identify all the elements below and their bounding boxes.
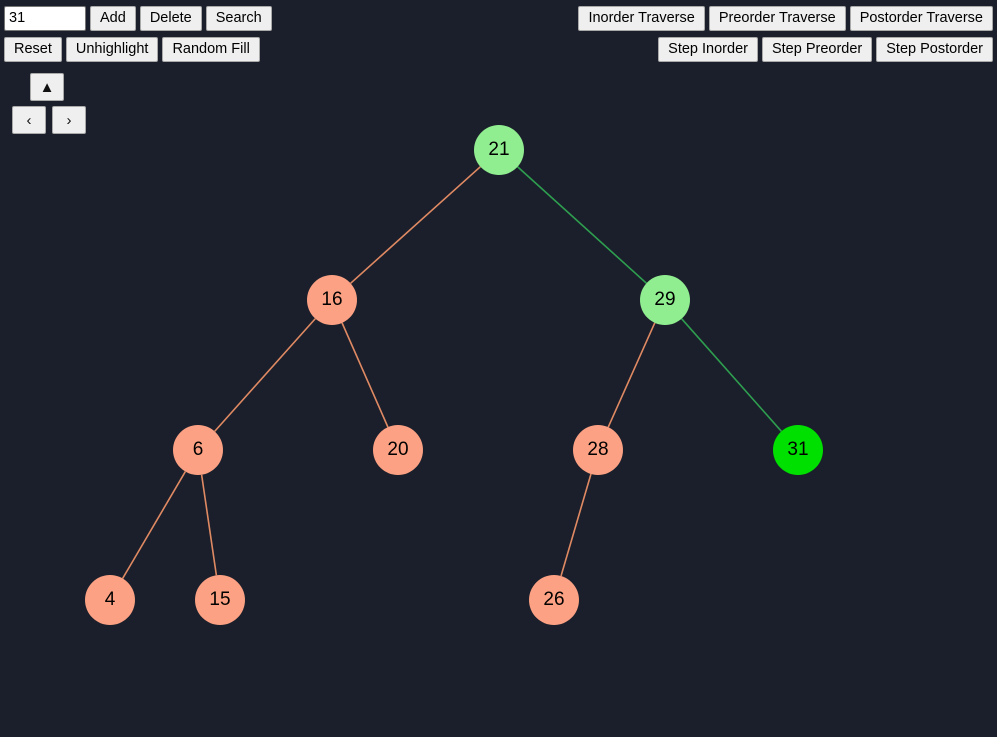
tree-node[interactable]: 15 bbox=[195, 575, 245, 625]
tree-node[interactable]: 16 bbox=[307, 275, 357, 325]
tree-actions: Reset Unhighlight Random Fill bbox=[4, 37, 260, 62]
toolbar: Add Delete Search Inorder Traverse Preor… bbox=[0, 0, 997, 62]
tree-node[interactable]: 31 bbox=[773, 425, 823, 475]
tree-node[interactable]: 4 bbox=[85, 575, 135, 625]
postorder-traverse-button[interactable]: Postorder Traverse bbox=[849, 6, 993, 31]
navpad-row-sides: ‹ › bbox=[12, 106, 102, 134]
tree-node[interactable]: 29 bbox=[640, 275, 690, 325]
chevron-left-icon-button[interactable]: ‹ bbox=[12, 106, 46, 134]
step-postorder-button[interactable]: Step Postorder bbox=[876, 37, 993, 62]
search-button[interactable]: Search bbox=[205, 6, 272, 31]
toolbar-row-primary: Add Delete Search Inorder Traverse Preor… bbox=[0, 0, 997, 31]
random-fill-button[interactable]: Random Fill bbox=[162, 37, 260, 62]
navigation-pad: ▲ ‹ › bbox=[12, 73, 102, 134]
chevron-right-icon-button[interactable]: › bbox=[52, 106, 86, 134]
toolbar-row-secondary: Reset Unhighlight Random Fill Step Inord… bbox=[0, 31, 997, 62]
tree-node[interactable]: 28 bbox=[573, 425, 623, 475]
preorder-traverse-button[interactable]: Preorder Traverse bbox=[708, 6, 846, 31]
inorder-traverse-button[interactable]: Inorder Traverse bbox=[578, 6, 705, 31]
unhighlight-button[interactable]: Unhighlight bbox=[65, 37, 159, 62]
tree-node[interactable]: 6 bbox=[173, 425, 223, 475]
tree-node[interactable]: 26 bbox=[529, 575, 579, 625]
traversal-controls: Inorder Traverse Preorder Traverse Posto… bbox=[578, 6, 993, 31]
step-preorder-button[interactable]: Step Preorder bbox=[761, 37, 873, 62]
navpad-row-up: ▲ bbox=[12, 73, 102, 101]
value-input[interactable] bbox=[4, 6, 86, 31]
step-traversal-controls: Step Inorder Step Preorder Step Postorde… bbox=[658, 37, 993, 62]
reset-button[interactable]: Reset bbox=[4, 37, 62, 62]
step-inorder-button[interactable]: Step Inorder bbox=[658, 37, 758, 62]
add-button[interactable]: Add bbox=[90, 6, 136, 31]
node-value-controls: Add Delete Search bbox=[4, 6, 272, 31]
tree-node[interactable]: 21 bbox=[474, 125, 524, 175]
tree-node[interactable]: 20 bbox=[373, 425, 423, 475]
delete-button[interactable]: Delete bbox=[139, 6, 202, 31]
arrow-up-icon-button[interactable]: ▲ bbox=[30, 73, 64, 101]
